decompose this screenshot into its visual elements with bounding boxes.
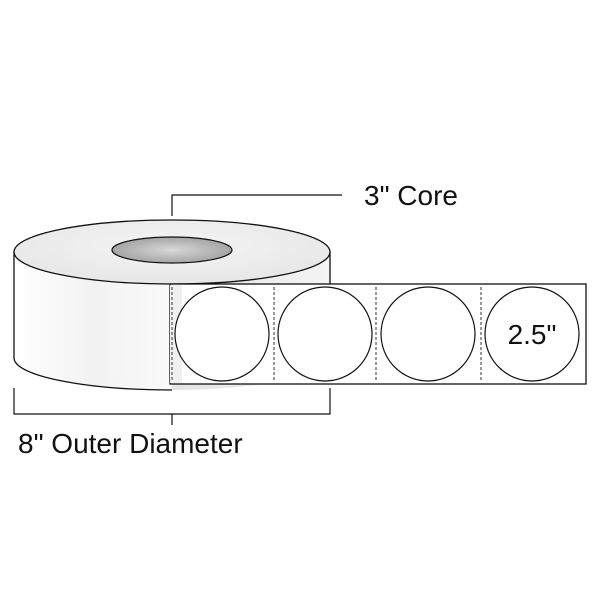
core-callout-bracket: [171, 194, 342, 216]
circle-label-4: [484, 286, 580, 382]
outer-diameter-callout: 8" Outer Diameter: [13, 388, 331, 459]
label-size-text: 2.5": [508, 319, 557, 350]
outer-diameter-bracket: [13, 388, 331, 425]
core-callout: 3" Core: [171, 180, 458, 216]
circle-label-3: [380, 286, 476, 382]
core-dimension-label: 3" Core: [364, 180, 458, 211]
label-strip: 2.5": [169, 283, 587, 385]
roll-core: [111, 236, 233, 264]
circle-label-1: [174, 286, 270, 382]
outer-diameter-label: 8" Outer Diameter: [18, 428, 243, 459]
roll-front-face: [14, 252, 172, 390]
circle-label-2: [277, 286, 373, 382]
